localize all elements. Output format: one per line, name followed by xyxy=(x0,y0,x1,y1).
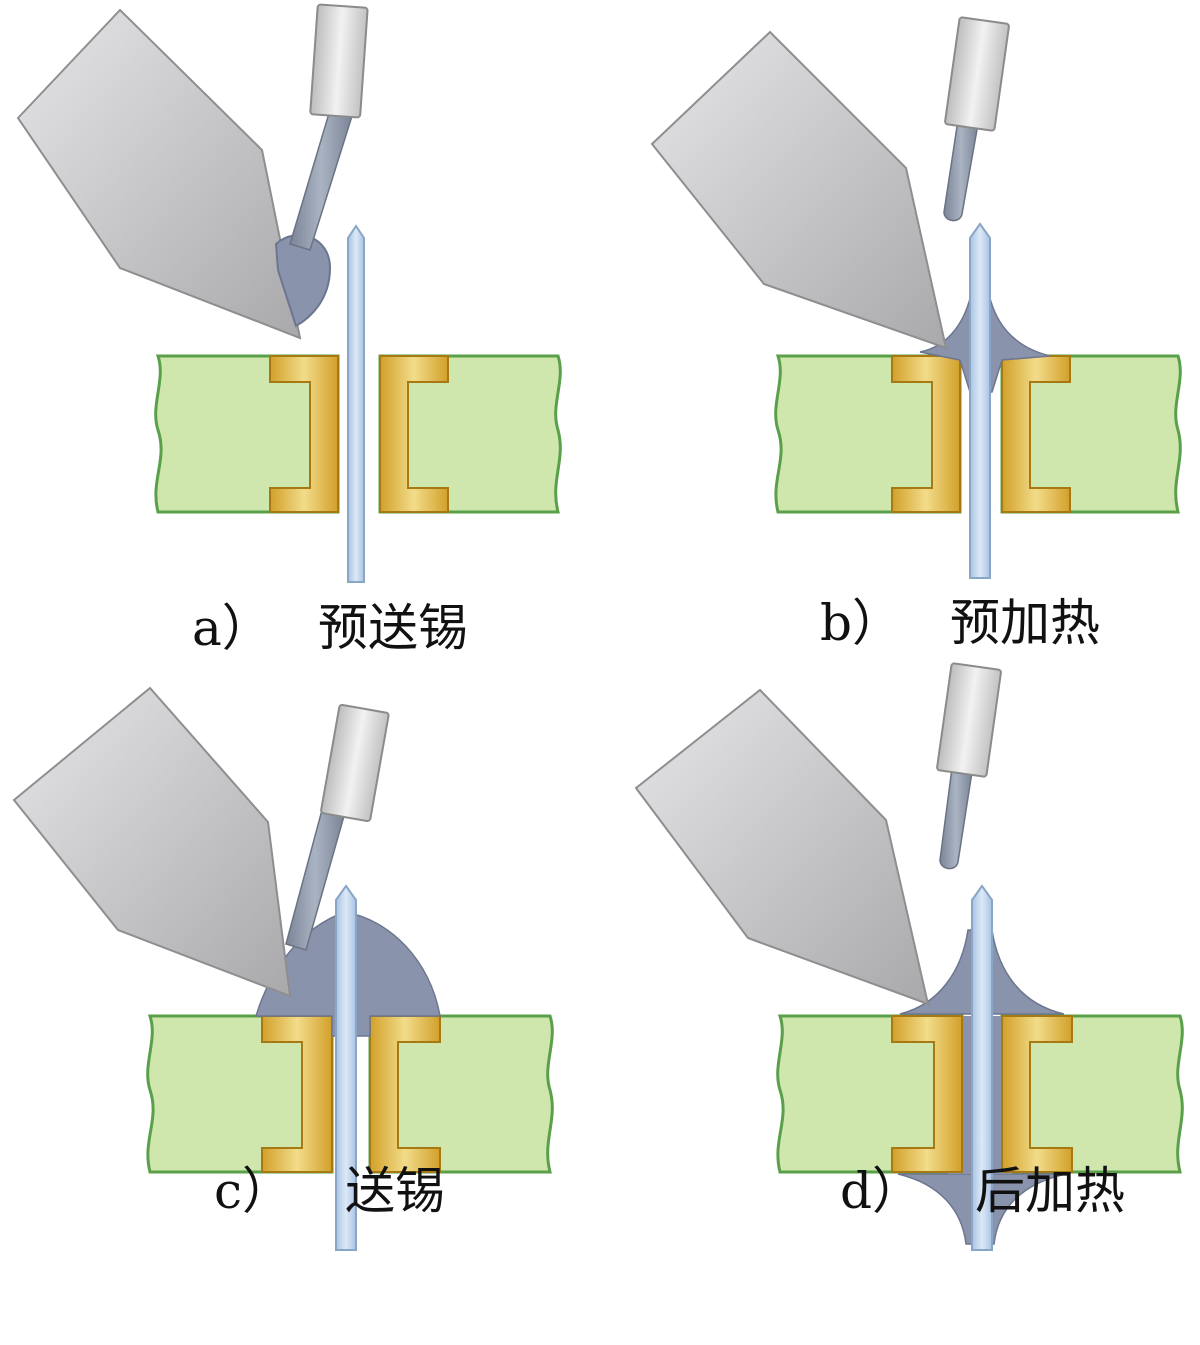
panel-b: b） 预加热 xyxy=(650,16,1182,652)
soldering-iron-tip xyxy=(12,686,292,998)
solder-wire xyxy=(943,119,979,222)
solder-feeder-nozzle xyxy=(320,703,390,823)
pcb-board-right xyxy=(1000,1014,1184,1174)
copper-pad-right xyxy=(369,1015,441,1173)
copper-pad-left xyxy=(269,355,339,513)
panel-d-marker: d） xyxy=(840,1162,922,1220)
panel-a: a） 预送锡 xyxy=(16,3,562,657)
solder-wire xyxy=(289,109,353,251)
pcb-board-right xyxy=(378,354,562,514)
panel-a-label: 预送锡 xyxy=(318,599,468,657)
solder-feeder-nozzle xyxy=(936,662,1002,778)
pcb-board-left xyxy=(776,1014,964,1174)
panel-c-label: 送锡 xyxy=(345,1162,445,1220)
pcb-board-right xyxy=(1000,354,1182,514)
panel-d: d） 后加热 xyxy=(634,662,1184,1251)
solder-feeder-nozzle xyxy=(309,3,369,119)
component-pin xyxy=(335,884,357,1251)
pcb-board-right xyxy=(368,1014,554,1174)
pcb-board-left xyxy=(154,354,340,514)
panel-b-label: 预加热 xyxy=(950,594,1100,652)
copper-pad-left xyxy=(891,355,961,513)
panel-b-marker: b） xyxy=(820,594,902,652)
solder-wire xyxy=(939,767,973,870)
soldering-iron-tip xyxy=(16,8,302,340)
copper-pad-left xyxy=(261,1015,333,1173)
soldering-iron-tip xyxy=(634,688,930,1006)
copper-pad-right xyxy=(1001,1015,1073,1173)
panel-c: c） 送锡 xyxy=(12,686,554,1251)
component-pin xyxy=(971,884,993,1251)
solder-feeder-nozzle xyxy=(944,16,1010,132)
panel-a-marker: a） xyxy=(192,599,272,657)
copper-pad-left xyxy=(891,1015,963,1173)
pcb-board-left xyxy=(774,354,962,514)
panel-d-label: 后加热 xyxy=(975,1162,1125,1220)
panel-c-marker: c） xyxy=(214,1162,292,1220)
copper-pad-right xyxy=(1001,355,1071,513)
component-pin xyxy=(969,222,991,579)
pcb-board-left xyxy=(146,1014,334,1174)
copper-pad-right xyxy=(379,355,449,513)
component-pin xyxy=(347,224,365,583)
soldering-iron-tip xyxy=(650,30,948,350)
